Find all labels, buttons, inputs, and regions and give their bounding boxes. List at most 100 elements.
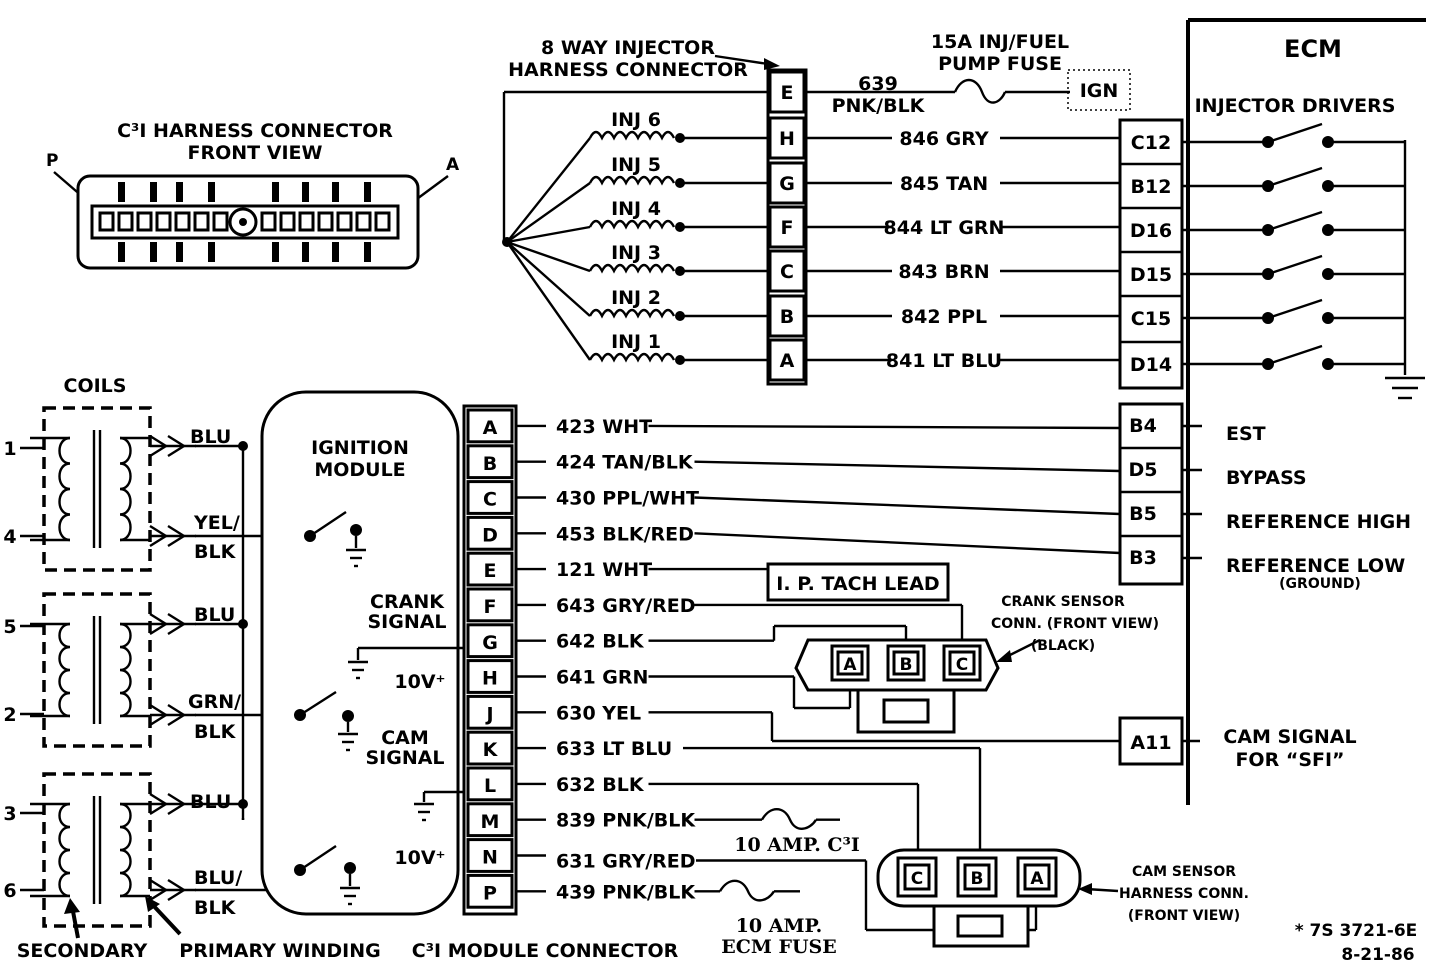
crank-signal-label-1: CRANK [370,591,445,613]
primary-winding-label: PRIMARY WINDING [179,940,380,962]
crank-pin-label: C [956,655,968,675]
module-pin-C [466,480,514,515]
ignition-module: IGNITION MODULE CRANK SIGNAL 10V⁺ CAM SI… [260,390,466,916]
fuse-15a-label-2: PUMP FUSE [938,53,1062,75]
ecm-injector-connector [1118,118,1184,390]
module-wire-label: 453 BLK/RED [556,523,694,545]
ecm-ignition-connector [1118,402,1184,586]
injector-1-label: INJ 1 [611,331,661,353]
module-wire-label: 121 WHT [556,559,652,581]
coil-wire-label: BLU [190,426,231,448]
coil-wire-label: BLU [190,791,231,813]
module-pin-K [466,730,514,766]
c3i-title-line2: FRONT VIEW [188,142,323,164]
module-pin-label: D [482,524,498,546]
module-pin-N [466,838,514,873]
injector-6-label: INJ 6 [611,109,661,131]
ecm-pin-D16: D16 [1130,220,1172,242]
cam-pin-label: C [911,869,923,889]
coil-terminal-5: 5 [3,616,16,638]
inj-pin-label: C [780,261,794,283]
crank-pin-label: A [843,655,857,675]
module-pin-label: B [483,453,497,475]
c3i-title-line1: C³I HARNESS CONNECTOR [117,120,393,142]
inj-pin-label: G [779,173,795,195]
cam-sensor-label-1: CAM SENSOR [1132,864,1236,880]
module-pin-label: G [482,632,498,654]
ten-v-label-1: 10V⁺ [394,671,445,693]
module-wire-label: 424 TAN/BLK [556,452,694,474]
module-wires: 423 WHT 424 TAN/BLK 430 PPL/WHT 453 BLK/RED… [516,416,1121,932]
module-wire-label: 839 PNK/BLK [556,810,696,832]
ecm-pin-a11: A11 [1130,732,1171,754]
ecm-pin-C15: C15 [1131,308,1171,330]
ecm-pin-B4: B4 [1129,415,1157,437]
injector-wire-label: 844 LT GRN [884,217,1005,239]
coil-wire-label: BLK [194,721,237,743]
module-pin-L [466,766,514,802]
ecm-pin-D15: D15 [1130,264,1172,286]
module-wire-label: 423 WHT [556,416,652,438]
injector-wire-label: 841 LT BLU [886,350,1002,372]
crank-sensor-label-1: CRANK SENSOR [1001,594,1125,610]
module-wire-label: 631 GRY/RED [556,851,696,873]
module-pin-H [466,659,514,694]
coil-wire-label: BLU [194,604,235,626]
module-pin-label: P [483,882,497,904]
ecm-pin-B3: B3 [1129,547,1157,569]
module-pin-G [466,623,514,659]
coils-title: COILS [64,375,127,397]
crank-sensor-label-2: CONN. (FRONT VIEW) [991,616,1159,632]
module-pin-label: N [482,847,498,869]
ecm-pin-C12: C12 [1131,132,1171,154]
inj-pin-E [768,70,806,114]
inj-pin-label: H [779,128,795,150]
inj-connector-label-2: HARNESS CONNECTOR [508,59,748,81]
module-pin-label: E [484,560,497,582]
ecm-signal-label: REFERENCE HIGH [1226,511,1411,533]
module-wire-label: 430 PPL/WHT [556,488,699,510]
module-pin-label: K [483,739,499,761]
injector-wire-label: 843 BRN [898,261,989,283]
injector-2-label: INJ 2 [611,287,661,309]
coil-terminal-4: 4 [3,526,16,548]
ecm-pin-B12: B12 [1131,176,1172,198]
injector-wire-label: 845 TAN [900,173,988,195]
ecm-signal-label: REFERENCE LOW [1226,555,1405,577]
pin-p-label: P [46,151,58,171]
fuse-ecm-label-1: 10 AMP. [736,915,823,937]
ignition-module-label-2: MODULE [314,459,405,481]
ign-box [1067,69,1131,111]
cam-signal-label-2: SIGNAL [365,747,444,769]
module-pin-label: L [484,775,496,797]
tach-lead-label: I. P. TACH LEAD [776,573,939,595]
pin-a-label: A [446,155,460,175]
module-pin-B [466,444,514,480]
coil-wire-label: BLU/ [194,867,242,889]
tach-lead-box [766,562,950,602]
coil-wire-label: BLK [194,897,237,919]
cam-signal-sfi-1: CAM SIGNAL [1223,726,1356,748]
ecm-title: ECM [1284,35,1342,63]
ecm-signal-label: EST [1226,423,1266,445]
inj-pin-B [768,294,806,338]
ignition-module-label-1: IGNITION [311,437,409,459]
injector-wire-label: 842 PPL [901,306,987,328]
module-pin-label: J [484,703,493,725]
inj-pin-label: E [781,82,794,104]
wire-639-color: PNK/BLK [832,95,926,117]
injector-drivers-label: INJECTOR DRIVERS [1195,95,1396,117]
fuses: 10 AMP. C³I 10 AMP. ECM FUSE [721,834,860,958]
ecm-pin-D14: D14 [1130,354,1172,376]
fuse-15a-label-1: 15A INJ/FUEL [931,31,1069,53]
coil-wire-label: GRN/ [188,691,241,713]
cam-pin-label: B [971,869,984,889]
module-pin-label: H [482,668,498,690]
module-wire-label: 641 GRN [556,667,648,689]
cam-pin-label: A [1030,869,1044,889]
crank-pin-label: B [900,655,913,675]
coil-terminal-2: 2 [3,704,16,726]
